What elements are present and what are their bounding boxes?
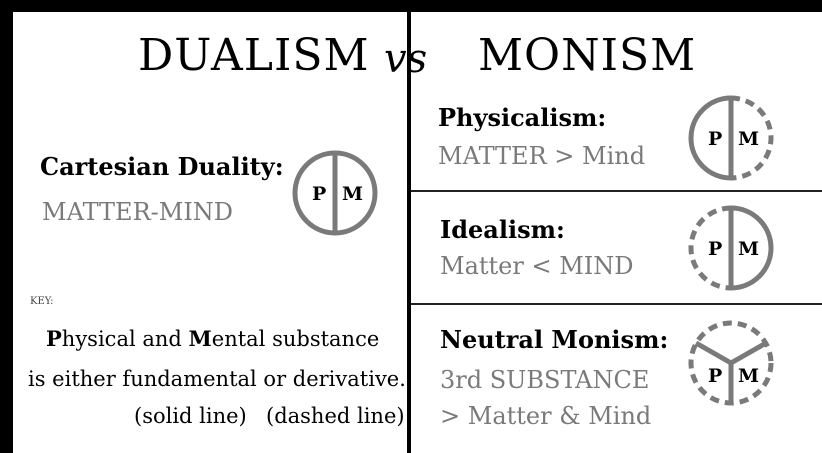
dualism-p-label: P bbox=[312, 183, 326, 205]
title-dualism: DUALISM bbox=[138, 30, 370, 81]
frame-top-border bbox=[0, 0, 822, 12]
neutral-monism-subtitle-1: 3rd SUBSTANCE bbox=[440, 366, 650, 394]
idealism-symbol: P M bbox=[688, 205, 774, 291]
center-divider bbox=[407, 12, 411, 453]
physicalism-subtitle: MATTER > Mind bbox=[438, 142, 646, 170]
key-solid-line-note: (solid line) bbox=[134, 404, 247, 428]
key-line-1: Physical and Mental substance bbox=[46, 326, 379, 351]
physicalism-matter-half-solid bbox=[688, 95, 732, 181]
cartesian-duality-heading: Cartesian Duality: bbox=[40, 152, 284, 181]
neutral-monism-heading: Neutral Monism: bbox=[440, 325, 669, 354]
physicalism-p-label: P bbox=[708, 128, 722, 150]
idealism-subtitle: Matter < MIND bbox=[440, 252, 634, 280]
neutral-divider-left bbox=[694, 340, 733, 366]
key-dashed-line-note: (dashed line) bbox=[266, 404, 405, 428]
neutral-divider-right bbox=[729, 340, 768, 366]
idealism-p-label: P bbox=[708, 238, 722, 260]
key-line-2: is either fundamental or derivative. bbox=[28, 367, 406, 391]
neutral-p-label: P bbox=[708, 365, 722, 387]
key-mental-text: ental substance bbox=[211, 327, 380, 351]
physicalism-symbol: P M bbox=[688, 95, 774, 181]
dualism-m-label: M bbox=[342, 183, 363, 205]
divider-physicalism-idealism bbox=[411, 190, 822, 192]
title-monism: MONISM bbox=[478, 30, 697, 81]
physicalism-mind-half-dashed bbox=[730, 95, 774, 181]
title-vs: vs bbox=[384, 36, 428, 82]
neutral-m-label: M bbox=[738, 365, 759, 387]
idealism-mind-half-solid bbox=[730, 205, 774, 291]
idealism-m-label: M bbox=[738, 238, 759, 260]
key-label: KEY: bbox=[30, 296, 54, 307]
divider-idealism-neutral bbox=[411, 303, 822, 305]
key-m-letter: M bbox=[188, 326, 212, 351]
key-p-letter: P bbox=[46, 326, 62, 351]
dualism-symbol: P M bbox=[292, 150, 378, 236]
idealism-matter-half-dashed bbox=[688, 205, 732, 291]
idealism-heading: Idealism: bbox=[440, 215, 565, 244]
physicalism-heading: Physicalism: bbox=[438, 103, 607, 132]
key-physical-text: hysical and bbox=[61, 327, 189, 351]
neutral-monism-subtitle-2: > Matter & Mind bbox=[440, 402, 652, 430]
cartesian-duality-subtitle: MATTER-MIND bbox=[42, 198, 234, 226]
frame-left-border bbox=[0, 0, 13, 453]
physicalism-m-label: M bbox=[738, 128, 759, 150]
neutral-monism-symbol: P M bbox=[688, 320, 774, 406]
